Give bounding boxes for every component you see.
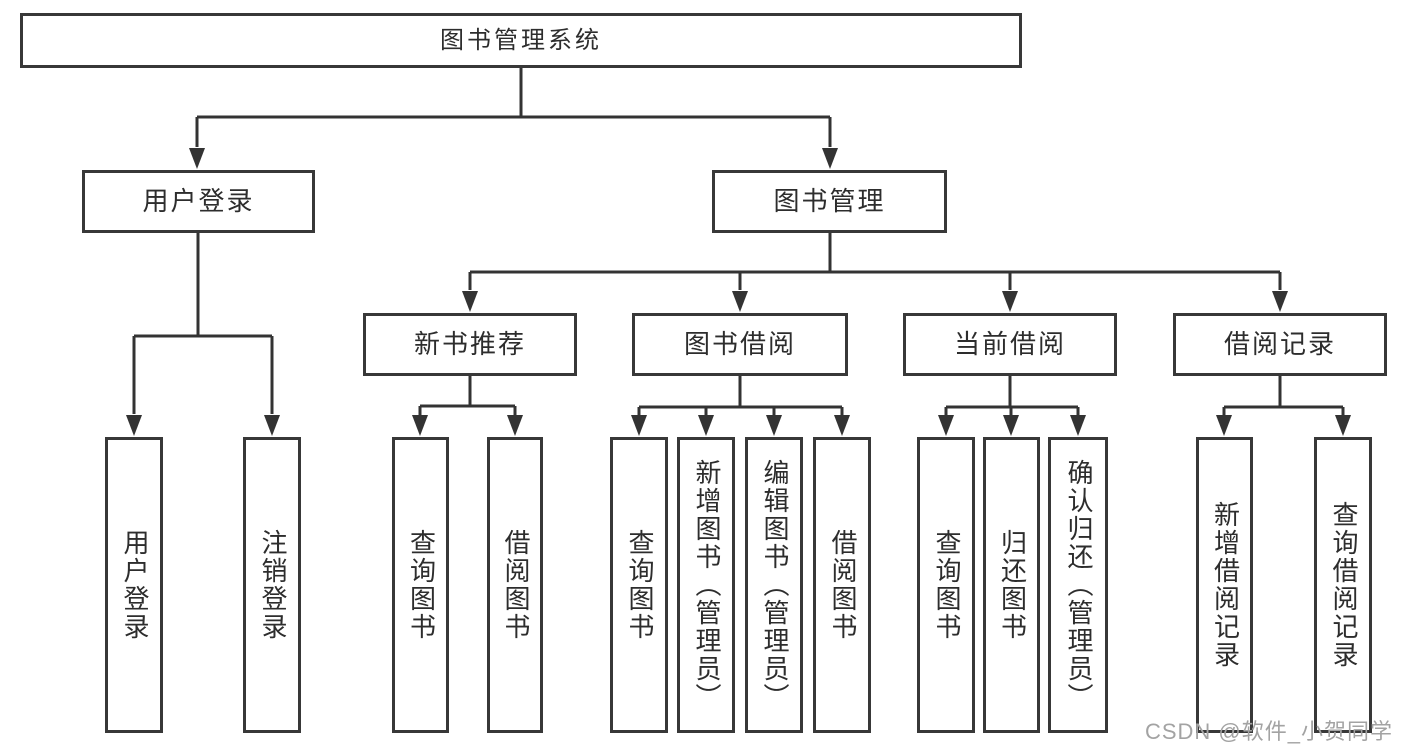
node-label: 查询图书 bbox=[624, 529, 655, 641]
arrow-down-icon bbox=[264, 415, 280, 436]
node-new-book-recommend: 新书推荐 bbox=[363, 313, 577, 376]
node-label: 用户登录 bbox=[119, 529, 150, 641]
leaf-confirm-return-admin: 确认归还（管理员） bbox=[1048, 437, 1108, 733]
arrow-down-icon bbox=[1216, 415, 1232, 436]
arrow-down-icon bbox=[1335, 415, 1351, 436]
leaf-borrow-books-recommend: 借阅图书 bbox=[487, 437, 543, 733]
node-label: 查询图书 bbox=[406, 529, 437, 641]
node-user-login: 用户登录 bbox=[82, 170, 315, 233]
leaf-query-borrow-record: 查询借阅记录 bbox=[1314, 437, 1372, 733]
leaf-borrow-books-2: 借阅图书 bbox=[813, 437, 871, 733]
node-library-management-system: 图书管理系统 bbox=[20, 13, 1022, 68]
node-label: 编辑图书（管理员） bbox=[759, 459, 790, 711]
arrow-down-icon bbox=[766, 415, 782, 436]
node-label: 图书管理 bbox=[773, 185, 886, 216]
leaf-edit-book-admin: 编辑图书（管理员） bbox=[745, 437, 803, 733]
arrow-down-icon bbox=[834, 415, 850, 436]
leaf-user-login: 用户登录 bbox=[105, 437, 163, 733]
arrowhead-group bbox=[126, 148, 1351, 436]
leaf-return-book: 归还图书 bbox=[983, 437, 1040, 733]
leaf-add-borrow-record: 新增借阅记录 bbox=[1196, 437, 1253, 733]
node-label: 用户登录 bbox=[142, 185, 255, 216]
node-label: 查询借阅记录 bbox=[1328, 501, 1359, 669]
node-label: 新增图书（管理员） bbox=[691, 459, 722, 711]
node-current-borrow: 当前借阅 bbox=[903, 313, 1117, 376]
node-label: 借阅记录 bbox=[1223, 328, 1336, 359]
leaf-query-books-borrow: 查询图书 bbox=[610, 437, 668, 733]
node-label: 借阅图书 bbox=[500, 529, 531, 641]
arrow-down-icon bbox=[938, 415, 954, 436]
connector-path bbox=[132, 68, 1345, 415]
leaf-logout: 注销登录 bbox=[243, 437, 301, 733]
node-label: 注销登录 bbox=[257, 529, 288, 641]
node-label: 图书借阅 bbox=[683, 328, 796, 359]
arrow-down-icon bbox=[631, 415, 647, 436]
arrow-down-icon bbox=[1272, 291, 1288, 312]
node-borrow-records: 借阅记录 bbox=[1173, 313, 1387, 376]
node-book-borrow: 图书借阅 bbox=[632, 313, 848, 376]
leaf-query-books-current: 查询图书 bbox=[917, 437, 975, 733]
arrow-down-icon bbox=[1002, 291, 1018, 312]
node-label: 查询图书 bbox=[931, 529, 962, 641]
arrow-down-icon bbox=[126, 415, 142, 436]
node-label: 新增借阅记录 bbox=[1210, 501, 1241, 669]
arrow-down-icon bbox=[1070, 415, 1086, 436]
node-label: 当前借阅 bbox=[953, 328, 1066, 359]
arrow-down-icon bbox=[732, 291, 748, 312]
leaf-query-books-recommend: 查询图书 bbox=[392, 437, 449, 733]
arrow-down-icon bbox=[698, 415, 714, 436]
arrow-down-icon bbox=[507, 415, 523, 436]
arrow-down-icon bbox=[462, 291, 478, 312]
arrow-down-icon bbox=[822, 148, 838, 169]
node-label: 借阅图书 bbox=[827, 529, 858, 641]
leaf-add-book-admin: 新增图书（管理员） bbox=[677, 437, 735, 733]
arrow-down-icon bbox=[1003, 415, 1019, 436]
node-label: 新书推荐 bbox=[413, 328, 526, 359]
node-label: 归还图书 bbox=[997, 529, 1028, 641]
node-label: 确认归还（管理员） bbox=[1063, 459, 1094, 711]
watermark: CSDN @软件_小贺同学 bbox=[1144, 719, 1393, 744]
arrow-down-icon bbox=[412, 415, 428, 436]
node-book-management: 图书管理 bbox=[712, 170, 947, 233]
arrow-down-icon bbox=[189, 148, 205, 169]
node-label: 图书管理系统 bbox=[440, 26, 602, 54]
